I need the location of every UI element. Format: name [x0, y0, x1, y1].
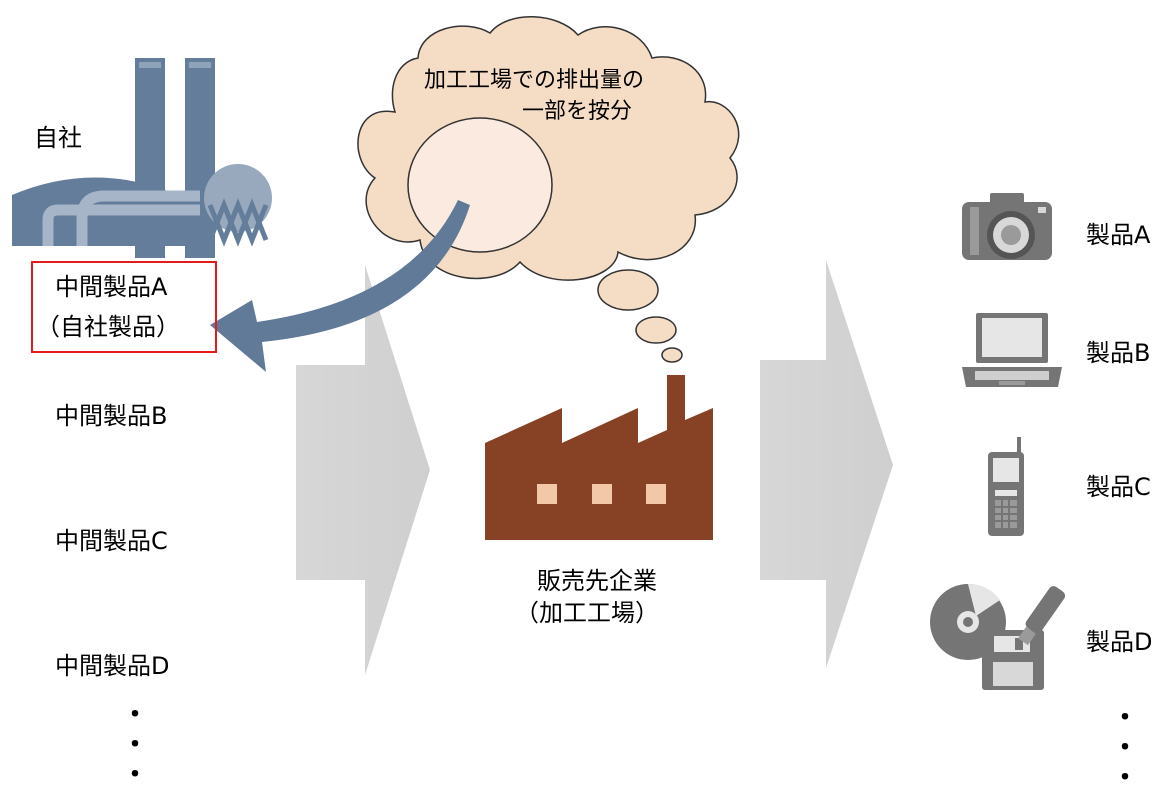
intermediate-product-d: 中間製品D [55, 652, 170, 680]
highlight-box [31, 261, 217, 353]
media-storage-icon [930, 583, 1066, 690]
processing-factory-icon [485, 375, 713, 540]
cloud-text-line1: 加工工場での排出量の [424, 68, 645, 93]
camera-icon [962, 193, 1052, 260]
mobile-phone-icon [988, 437, 1024, 536]
right-ellipsis-dot: ・ [1112, 763, 1139, 793]
right-ellipsis-dot: ・ [1112, 703, 1139, 733]
intermediate-product-c: 中間製品C [55, 527, 168, 555]
flow-arrow-left [296, 265, 430, 675]
processing-plant-sub-label: （加工工場） [515, 599, 659, 627]
intermediate-product-b: 中間製品B [55, 402, 168, 430]
company-label: 自社 [34, 124, 82, 152]
factory-plant-icon [12, 58, 272, 258]
right-ellipsis-dot: ・ [1112, 733, 1139, 763]
intermediate-product-a-sub: （自社製品） [36, 313, 180, 341]
product-c-label: 製品C [1086, 473, 1151, 501]
left-ellipsis-dot: ・ [122, 730, 149, 760]
intermediate-product-a: 中間製品A [55, 273, 168, 301]
product-a-label: 製品A [1086, 221, 1151, 249]
product-b-label: 製品B [1086, 339, 1151, 367]
cloud-text-line2: 一部を按分 [522, 99, 633, 124]
flow-arrow-right [760, 260, 893, 668]
left-ellipsis-dot: ・ [122, 700, 149, 730]
left-ellipsis-dot: ・ [122, 760, 149, 790]
laptop-icon [962, 313, 1062, 387]
allocation-arrow [210, 200, 470, 372]
processing-plant-label: 販売先企業 [537, 567, 657, 595]
product-d-label: 製品D [1086, 628, 1153, 656]
